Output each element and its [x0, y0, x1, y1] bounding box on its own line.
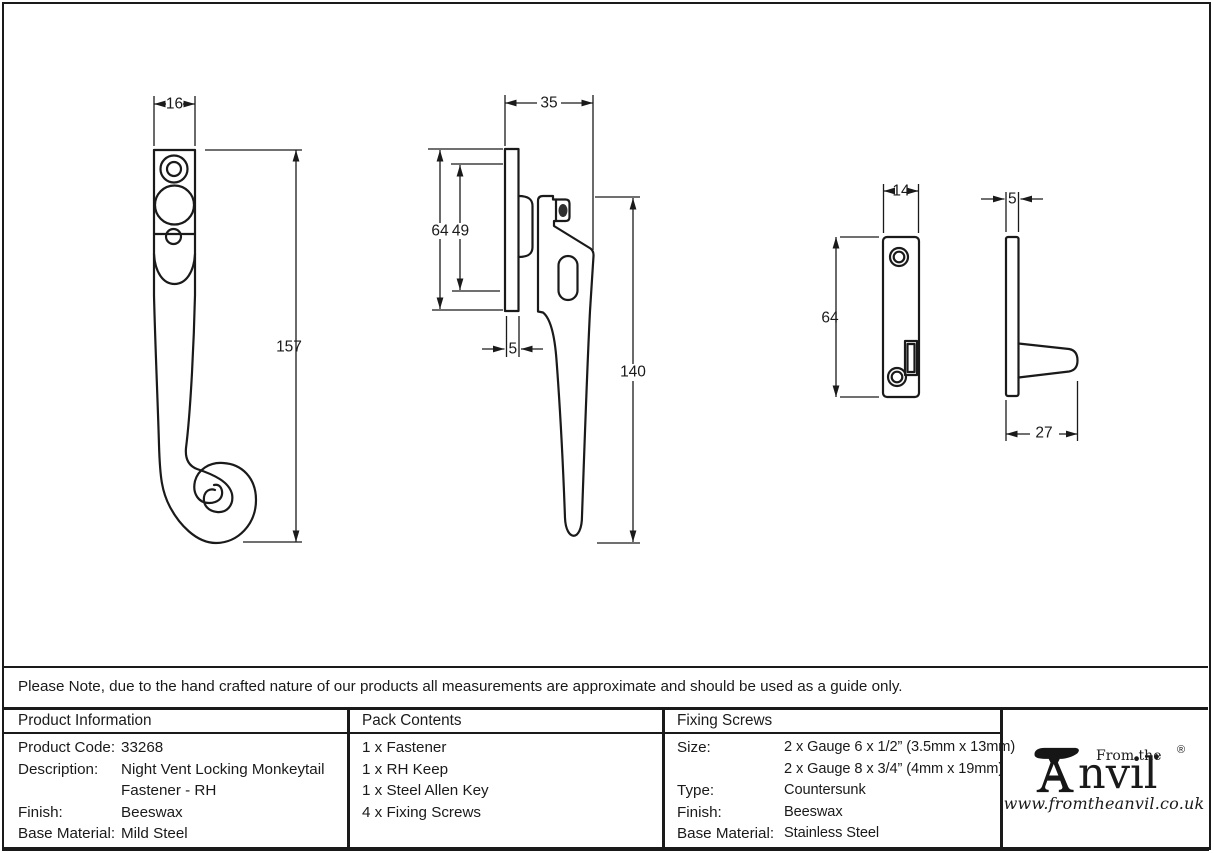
dim-keep-front-width: 14: [892, 183, 910, 200]
field-label: Finish:: [677, 803, 722, 821]
drawing-keep-front-view: [881, 235, 921, 399]
field-label: Size:: [677, 739, 711, 756]
field-value: Fastener - RH: [121, 782, 217, 799]
table-row: Finish: Beeswax: [677, 802, 1007, 824]
table-row: Product Code: 33268: [18, 737, 343, 759]
table-row: Size: 2 x Gauge 6 x 1/2” (3.5mm x 13mm): [677, 737, 1015, 759]
drawing-fastener-side-view: [503, 147, 595, 537]
dim-keep-side-depth: 27: [1035, 425, 1052, 442]
field-label: Type:: [677, 782, 715, 799]
dimension-labels: 16 157 35 64 49 5 140 14 64 5 27: [166, 95, 1053, 442]
table-row: Base Material: Mild Steel: [18, 823, 343, 845]
note-row-top-rule: [3, 666, 1208, 668]
technical-drawing: 16 157 35 64 49 5 140 14 64 5 27: [152, 95, 1079, 545]
set-screw: [558, 204, 568, 217]
measurement-note: Please Note, due to the hand crafted nat…: [18, 678, 903, 695]
field-value: Night Vent Locking Monkeytail: [121, 760, 325, 778]
dims-fastener-side: [428, 95, 640, 544]
pack-item: 1 x Fastener: [362, 739, 447, 756]
logo-url: www.fromtheanvil.co.uk: [1003, 794, 1205, 813]
dim-fastener-side-length: 140: [620, 364, 646, 381]
field-value: 2 x Gauge 8 x 3/4” (4mm x 19mm): [784, 760, 1004, 777]
field-label: [677, 759, 784, 781]
diamond-icon: ♦: [1154, 751, 1160, 763]
list-item: 4 x Fixing Screws: [362, 802, 657, 824]
list-item: 1 x Fastener: [362, 737, 657, 759]
field-value: 2 x Gauge 6 x 1/2” (3.5mm x 13mm): [784, 739, 1016, 755]
registered-mark: ®: [1177, 744, 1186, 756]
dim-fastener-side-plate-thickness: 5: [508, 341, 517, 358]
product-information-header: Product Information: [18, 712, 152, 729]
dim-fastener-front-width: 16: [166, 96, 183, 113]
dim-fastener-front-height: 157: [276, 339, 302, 356]
drawing-keep-side-view: [1004, 235, 1079, 398]
drawing-fastener-front-view: [152, 148, 258, 545]
table-top-rule: [3, 707, 1208, 710]
field-label: [18, 780, 121, 802]
field-label: Description:: [18, 760, 99, 778]
dim-fastener-side-width: 35: [540, 95, 557, 112]
anvil-icon: [1034, 747, 1079, 793]
field-value: Countersunk: [784, 782, 866, 798]
from-the-anvil-logo: From the ♦ nvil ® www.fromtheanvil.co.uk: [1001, 708, 1207, 848]
dim-fastener-side-plate-height: 64: [431, 223, 449, 240]
table-row: Finish: Beeswax: [18, 802, 343, 824]
fixing-screws-header: Fixing Screws: [677, 712, 773, 729]
table-bottom-rule: [2, 847, 1209, 851]
fixing-screws-cell: Size: 2 x Gauge 6 x 1/2” (3.5mm x 13mm) …: [677, 737, 1015, 845]
field-value: Beeswax: [121, 803, 183, 821]
table-row: Base Material: Stainless Steel: [677, 823, 1007, 845]
pack-item: 1 x RH Keep: [362, 760, 449, 778]
field-label: Product Code:: [18, 739, 116, 756]
dims-keep-front: [832, 184, 920, 398]
product-information-cell: Product Code: 33268 Description: Night V…: [18, 737, 343, 845]
table-row: 2 x Gauge 8 x 3/4” (4mm x 19mm): [677, 759, 1007, 781]
pack-contents-cell: 1 x Fastener 1 x RH Keep 1 x Steel Allen…: [362, 737, 657, 823]
table-divider-2: [662, 707, 665, 851]
field-value: Beeswax: [784, 803, 843, 820]
field-label: Finish:: [18, 803, 63, 821]
logo-prefix: From the: [1096, 748, 1162, 764]
list-item: 1 x Steel Allen Key: [362, 780, 657, 802]
dims-fastener-front: [153, 96, 302, 543]
table-row: Description: Night Vent Locking Monkeyta…: [18, 759, 343, 781]
field-label: Base Material:: [18, 825, 116, 842]
list-item: 1 x RH Keep: [362, 759, 657, 781]
pack-item: 4 x Fixing Screws: [362, 803, 482, 821]
pack-item: 1 x Steel Allen Key: [362, 782, 489, 799]
table-header-rule: [3, 731, 1001, 734]
table-divider-3: [1000, 707, 1003, 851]
field-value: 33268: [121, 739, 164, 756]
dims-keep-side: [981, 192, 1079, 441]
field-value: Stainless Steel: [784, 825, 880, 841]
dim-keep-front-height: 64: [821, 310, 839, 327]
logo-brand-letters: nvil: [1078, 749, 1158, 799]
dim-fastener-side-inner-span: 49: [452, 223, 469, 240]
table-row: Type: Countersunk: [677, 780, 1007, 802]
dim-keep-side-thickness: 5: [1008, 191, 1017, 208]
field-value: Mild Steel: [121, 825, 188, 842]
table-divider-1: [347, 707, 350, 851]
pack-contents-header: Pack Contents: [362, 712, 462, 729]
field-label: Base Material:: [677, 825, 775, 842]
table-row: Fastener - RH: [18, 780, 343, 802]
